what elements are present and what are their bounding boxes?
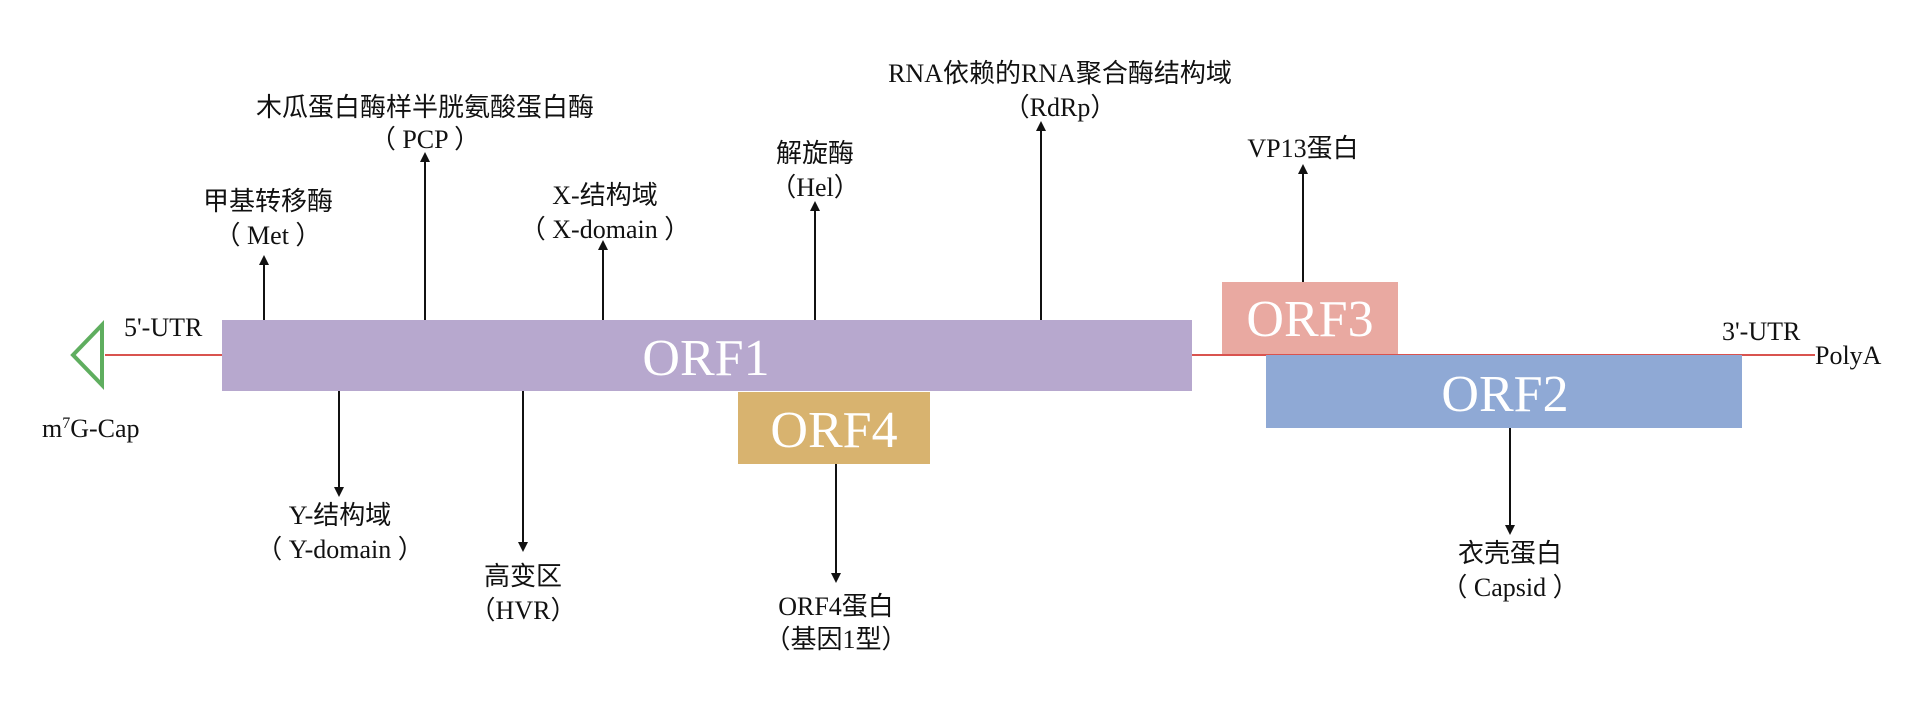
ydomain-label-line1: Y-结构域 bbox=[289, 501, 392, 530]
orf4-protein-label-line1: ORF4蛋白 bbox=[778, 592, 894, 621]
orf2-box bbox=[1266, 355, 1742, 428]
polya-label: PolyA bbox=[1815, 341, 1882, 370]
met-label-line1: 甲基转移酶 bbox=[203, 187, 333, 216]
vp13-label: VP13蛋白 bbox=[1247, 134, 1358, 163]
orf4-box bbox=[738, 392, 930, 464]
orf1-box bbox=[222, 320, 1192, 391]
orf2-label: ORF2 bbox=[1441, 366, 1568, 423]
utr5-label: 5'-UTR bbox=[124, 313, 203, 342]
hvr-label-line1: 高变区 bbox=[484, 562, 562, 591]
orf1-label: ORF1 bbox=[642, 330, 769, 387]
rdrp-label-line1: RNA依赖的RNA聚合酶结构域 bbox=[888, 59, 1232, 88]
orf3-box bbox=[1222, 282, 1398, 354]
cap-triangle-icon bbox=[70, 320, 104, 390]
pcp-label-line2: （ PCP ） bbox=[370, 125, 480, 154]
hel-label-line1: 解旋酶 bbox=[776, 139, 854, 168]
orf4-protein-label-line2: （基因1型） bbox=[764, 625, 907, 654]
rdrp-label-line2: （RdRp） bbox=[1004, 93, 1117, 122]
orf3-label: ORF3 bbox=[1246, 291, 1373, 348]
orf4-label: ORF4 bbox=[770, 402, 897, 459]
xdomain-label-line2: （ X-domain ） bbox=[520, 215, 690, 244]
met-label-line2: （ Met ） bbox=[215, 221, 322, 250]
utr3-label: 3'-UTR bbox=[1722, 317, 1801, 346]
xdomain-label-line1: X-结构域 bbox=[552, 181, 657, 210]
cap-label: m7G-Cap bbox=[42, 414, 140, 443]
hel-label-line2: （Hel） bbox=[770, 173, 860, 202]
ydomain-label-line2: （ Y-domain ） bbox=[256, 535, 424, 564]
pcp-label-line1: 木瓜蛋白酶样半胱氨酸蛋白酶 bbox=[256, 93, 594, 122]
hvr-label-line2: （HVR） bbox=[470, 596, 577, 625]
capsid-label-line1: 衣壳蛋白 bbox=[1458, 539, 1562, 568]
capsid-label-line2: （ Capsid ） bbox=[1441, 573, 1578, 602]
